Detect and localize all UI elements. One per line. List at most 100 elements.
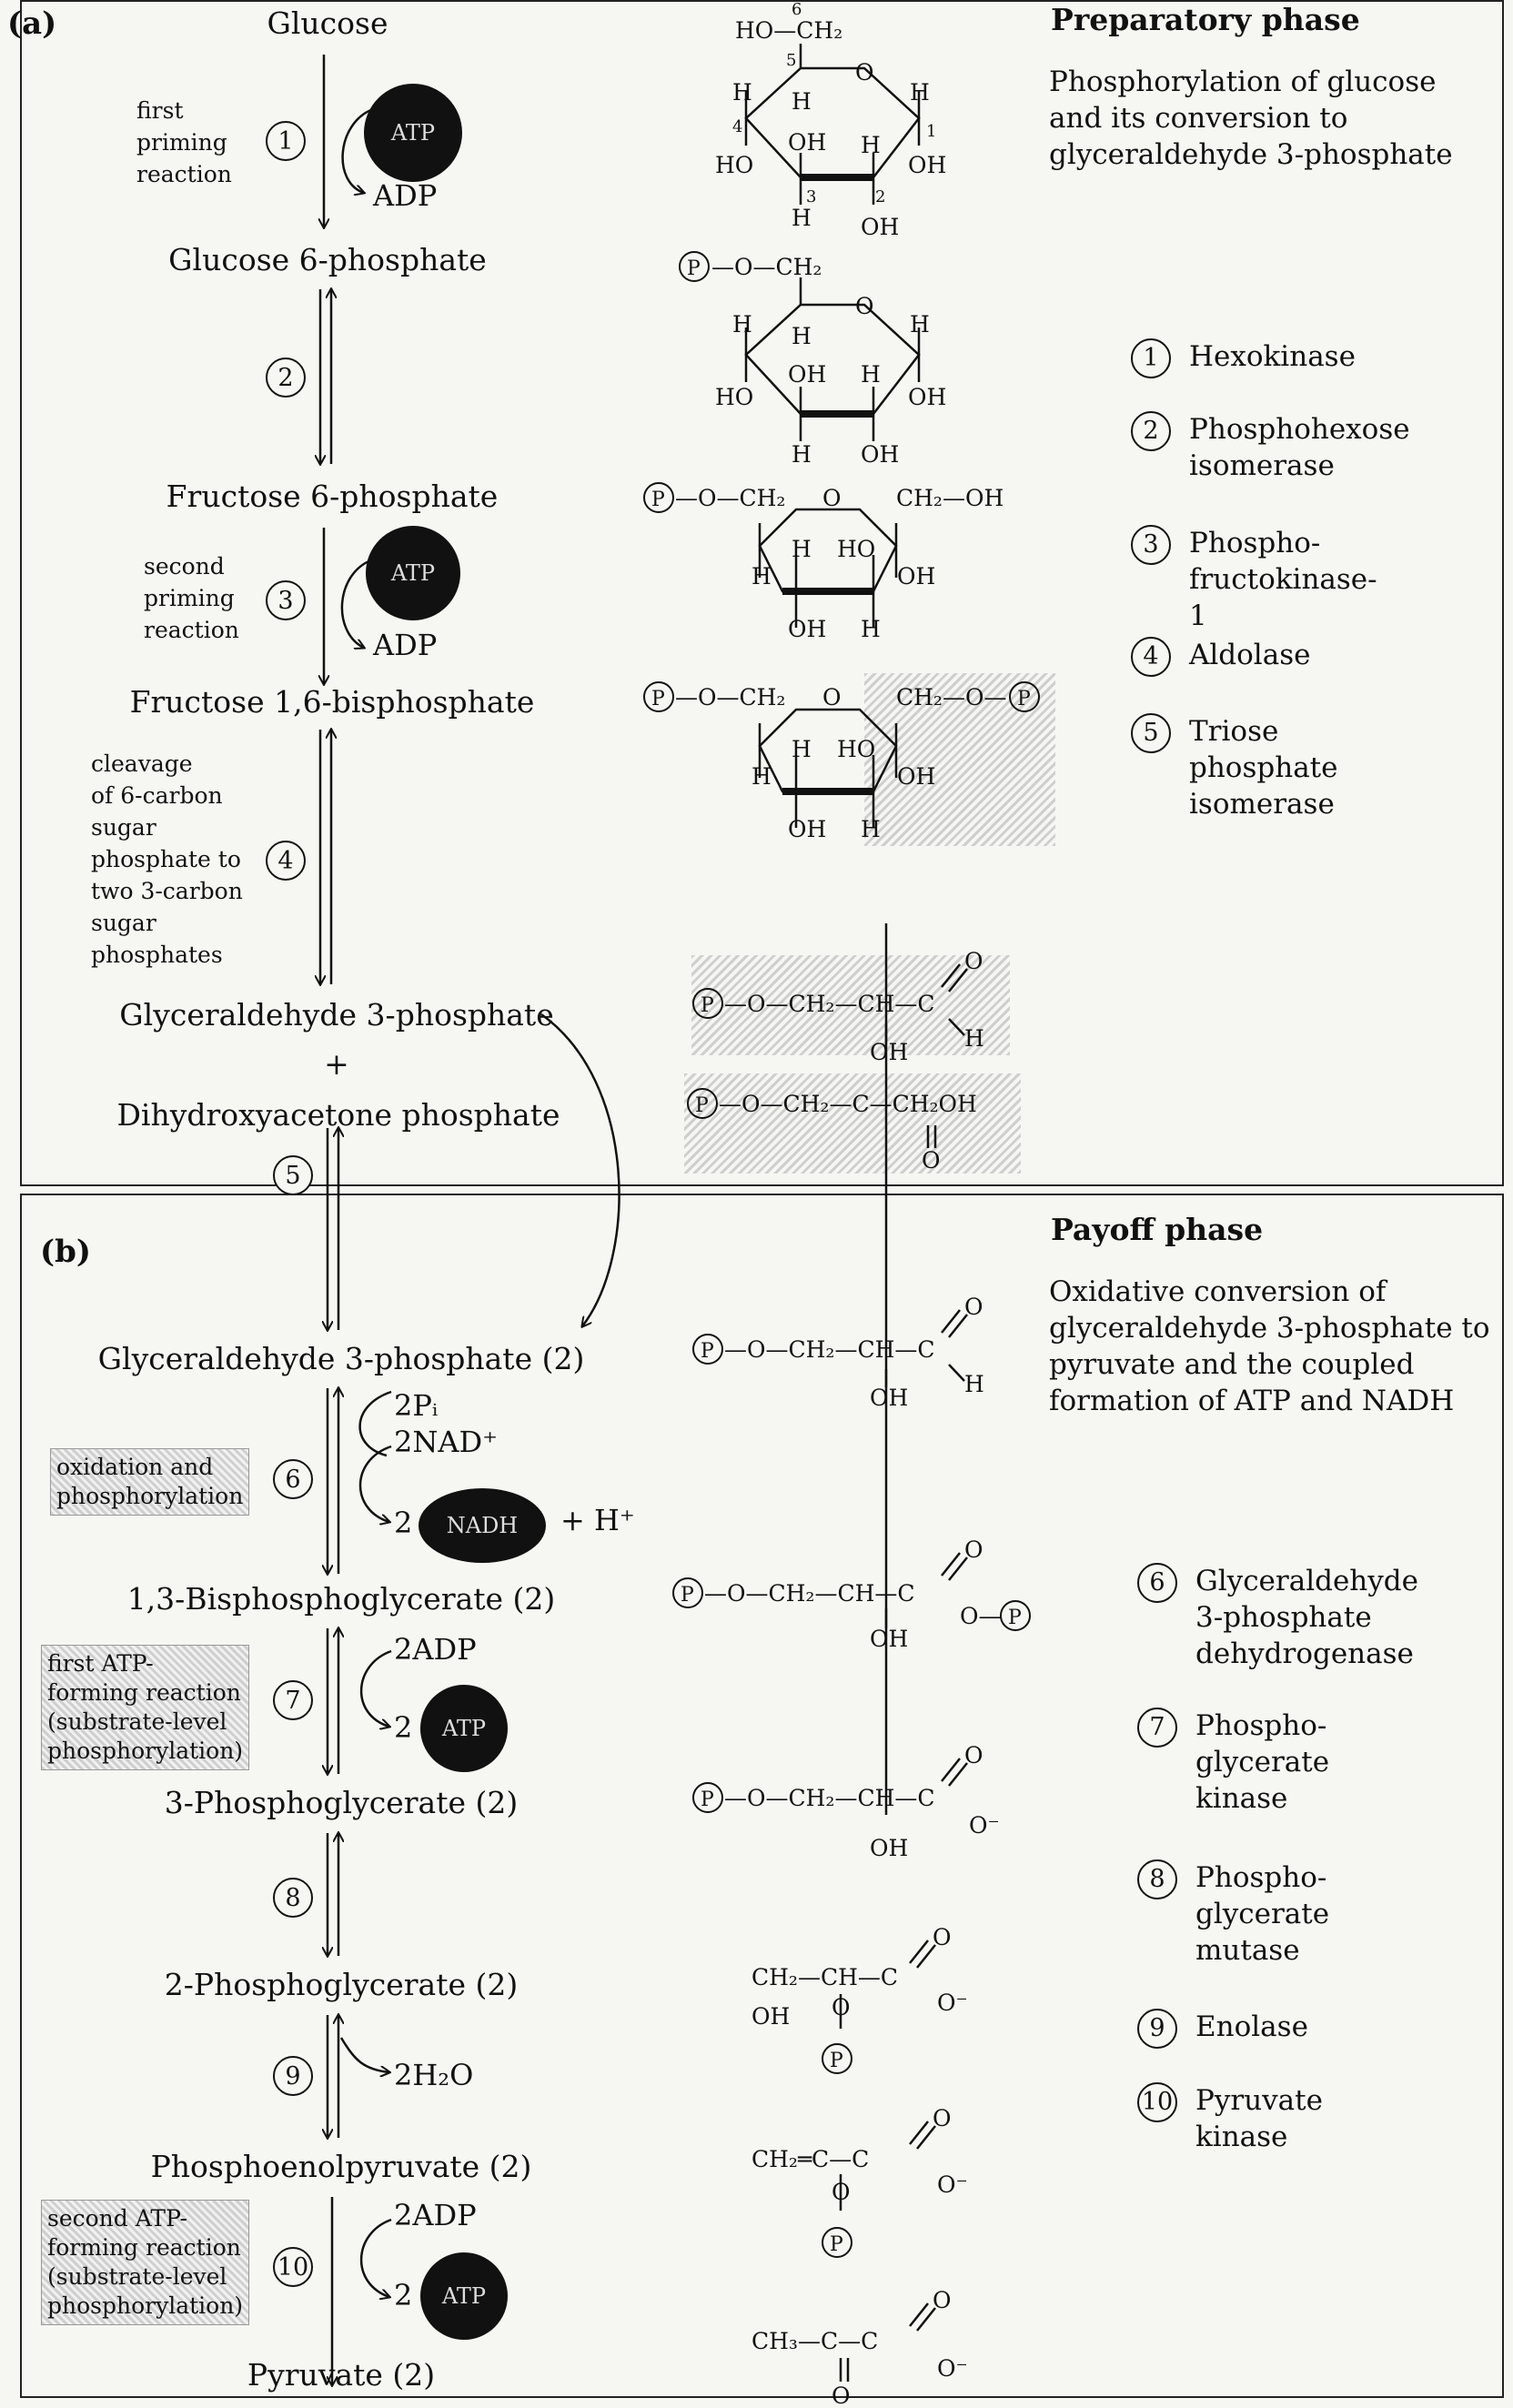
svg-text:H: H xyxy=(964,1371,984,1397)
svg-text:HO: HO xyxy=(837,536,875,562)
svg-text:—O—CH₂: —O—CH₂ xyxy=(675,684,785,710)
step-number-6: 6 xyxy=(273,1459,313,1499)
enzyme-name-10: Pyruvate kinase xyxy=(1195,2084,1323,2153)
svg-text:H: H xyxy=(861,816,881,842)
svg-text:O: O xyxy=(832,2383,851,2408)
svg-text:OH: OH xyxy=(897,563,935,589)
metabolite-phosphoenolpyruvate: Phosphoenolpyruvate (2) xyxy=(150,2149,532,2184)
svg-text:—O—CH₂: —O—CH₂ xyxy=(675,485,785,511)
atp-count-10: 2 xyxy=(394,2278,413,2312)
svg-text:P: P xyxy=(651,489,665,511)
payoff-phase-description: Oxidative conversion of glyceraldehyde 3… xyxy=(1049,1275,1490,1417)
svg-text:O: O xyxy=(933,2105,952,2131)
metabolite-glucose-6-phosphate: Glucose 6-phosphate xyxy=(168,242,487,277)
svg-text:P: P xyxy=(701,1788,714,1811)
svg-text:O: O xyxy=(822,485,842,511)
panel-a-frame xyxy=(20,0,1504,1186)
svg-text:O: O xyxy=(832,2179,851,2205)
enzyme-name-6: Glyceraldehyde 3-phosphate dehydrogenase xyxy=(1195,1565,1418,1670)
metabolite-dihydroxyacetone-phosphate: Dihydroxyacetone phosphate xyxy=(116,1097,560,1133)
atp-count-7: 2 xyxy=(394,1710,413,1745)
svg-text:O: O xyxy=(855,293,874,319)
enzyme-name-2: Phosphohexose isomerase xyxy=(1189,413,1410,482)
note-oxidation-phosphorylation: oxidation and phosphorylation xyxy=(50,1448,250,1516)
svg-text:P: P xyxy=(830,2233,843,2256)
svg-text:CH₃—C—C: CH₃—C—C xyxy=(751,2328,878,2354)
svg-text:OH: OH xyxy=(870,1835,908,1861)
enzyme-number-4: 4 xyxy=(1131,637,1171,677)
svg-text:CH₂—OH: CH₂—OH xyxy=(896,485,1004,511)
svg-text:P: P xyxy=(830,2050,843,2072)
svg-text:O: O xyxy=(822,684,842,710)
svg-text:4: 4 xyxy=(732,117,742,136)
enzyme-number-9: 9 xyxy=(1137,2009,1177,2049)
svg-text:H: H xyxy=(751,763,772,790)
enzyme-name-5: Triose phosphate isomerase xyxy=(1189,715,1338,821)
svg-text:O⁻: O⁻ xyxy=(937,1990,968,2016)
svg-text:H: H xyxy=(792,323,812,349)
svg-text:OH: OH xyxy=(897,763,935,790)
svg-text:H: H xyxy=(910,79,930,106)
svg-text:O⁻: O⁻ xyxy=(937,2171,968,2198)
svg-text:—O—CH₂—CH—C: —O—CH₂—CH—C xyxy=(704,1580,915,1607)
svg-text:P: P xyxy=(651,688,665,710)
svg-text:H: H xyxy=(792,441,812,468)
pi-label: 2Pᵢ xyxy=(394,1388,439,1423)
atp-blob-3: ATP xyxy=(366,526,460,620)
svg-text:3: 3 xyxy=(806,187,816,207)
step-number-7: 7 xyxy=(273,1680,313,1720)
svg-text:P: P xyxy=(681,1584,694,1607)
svg-text:H: H xyxy=(792,205,812,231)
step-number-1: 1 xyxy=(266,121,306,161)
nad-label: 2NAD⁺ xyxy=(394,1425,499,1459)
svg-text:O: O xyxy=(855,59,874,86)
svg-text:—O—CH₂—C—CH₂OH: —O—CH₂—C—CH₂OH xyxy=(719,1091,977,1117)
svg-text:O—: O— xyxy=(960,1603,1002,1629)
svg-text:OH: OH xyxy=(908,384,946,410)
svg-text:OH: OH xyxy=(870,1626,908,1652)
enzyme-name-1: Hexokinase xyxy=(1189,340,1356,373)
step-number-4: 4 xyxy=(266,841,306,881)
metabolite-1-3-bisphosphoglycerate: 1,3-Bisphosphoglycerate (2) xyxy=(126,1581,556,1617)
svg-text:OH: OH xyxy=(908,152,946,178)
note-second-atp-forming: second ATP- forming reaction (substrate-… xyxy=(41,2200,250,2325)
svg-text:H: H xyxy=(732,79,752,106)
svg-text:HO: HO xyxy=(715,384,753,410)
glc-ho-ch2: HO—CH₂ xyxy=(735,17,842,44)
preparatory-phase-title: Preparatory phase xyxy=(1051,2,1360,37)
svg-text:H: H xyxy=(732,311,752,338)
metabolite-glyceraldehyde-3-phosphate-2: Glyceraldehyde 3-phosphate (2) xyxy=(97,1341,585,1376)
svg-text:CH₂═C—C: CH₂═C—C xyxy=(751,2146,869,2172)
svg-text:O: O xyxy=(964,1536,983,1563)
metabolite-fructose-1-6-bisphosphate: Fructose 1,6-bisphosphate xyxy=(129,684,535,720)
step-number-2: 2 xyxy=(266,358,306,398)
note-first-priming: first priming reaction xyxy=(136,97,232,187)
svg-text:OH: OH xyxy=(870,1385,908,1411)
nadh-blob: NADH xyxy=(419,1488,546,1563)
enzyme-number-3: 3 xyxy=(1131,525,1171,565)
svg-text:—O—CH₂—CH—C: —O—CH₂—CH—C xyxy=(724,1785,935,1811)
metabolite-glyceraldehyde-3-phosphate: Glyceraldehyde 3-phosphate xyxy=(119,997,554,1033)
svg-text:H: H xyxy=(910,311,930,338)
panel-a-label: (a) xyxy=(7,5,57,42)
svg-text:O: O xyxy=(964,1294,983,1320)
enzyme-number-10: 10 xyxy=(1137,2082,1177,2122)
panel-b-frame xyxy=(20,1194,1504,2398)
note-cleavage: cleavage of 6-carbon sugar phosphate to … xyxy=(91,751,243,968)
svg-text:H: H xyxy=(792,536,812,562)
nadh-count: 2 xyxy=(394,1506,413,1540)
svg-text:H: H xyxy=(792,88,812,115)
svg-text:P: P xyxy=(701,1340,714,1363)
svg-text:H: H xyxy=(964,1025,984,1052)
svg-text:H: H xyxy=(861,616,881,642)
enzyme-name-9: Enolase xyxy=(1195,2010,1308,2043)
enzyme-number-1: 1 xyxy=(1131,338,1171,378)
adp2-label-7: 2ADP xyxy=(394,1632,477,1667)
svg-text:H: H xyxy=(792,736,812,762)
plus-sign: + xyxy=(324,1046,349,1082)
svg-text:2: 2 xyxy=(875,187,885,207)
svg-text:O⁻: O⁻ xyxy=(969,1812,1000,1839)
svg-text:OH: OH xyxy=(861,441,899,468)
step-number-9: 9 xyxy=(273,2056,313,2096)
